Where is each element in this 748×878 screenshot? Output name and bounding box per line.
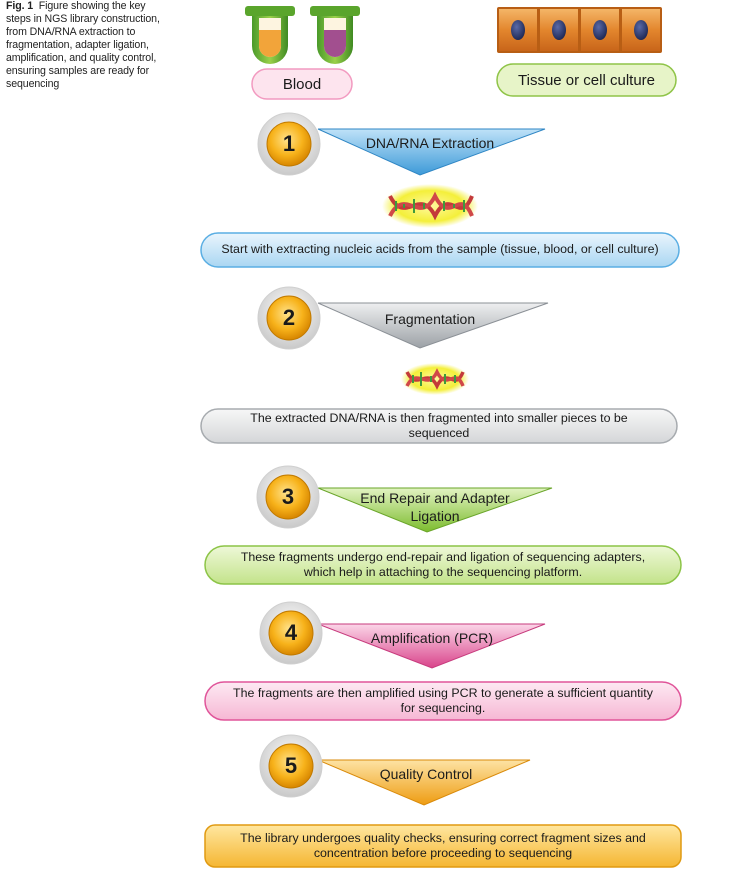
step2-description: The extracted DNA/RNA is then fragmented…	[201, 409, 677, 443]
step4-number: 4	[284, 620, 298, 645]
step1-badge	[266, 121, 312, 167]
step1-title: DNA/RNA Extraction	[365, 135, 495, 151]
dna-helix-small-icon	[401, 363, 469, 395]
step5-badge	[268, 743, 314, 789]
step1-triangle	[317, 128, 546, 176]
tissue-cells-icon	[497, 7, 662, 53]
step2-triangle	[317, 302, 549, 349]
step2-description-text: The extracted DNA/RNA is then fragmented…	[250, 410, 628, 441]
step3-description: These fragments undergo end-repair and l…	[205, 546, 681, 584]
step4-badge	[268, 610, 314, 656]
figure-label: Fig. 1	[6, 0, 34, 12]
step4-pill	[204, 681, 682, 721]
blood-pill	[251, 68, 353, 100]
step3-description-text: These fragments undergo end-repair and l…	[240, 549, 646, 580]
step3-badge	[265, 474, 311, 520]
step4-description: The fragments are then amplified using P…	[205, 682, 681, 720]
step2-number: 2	[282, 305, 296, 330]
step5-triangle	[317, 759, 531, 806]
step3-triangle	[317, 487, 553, 533]
dna-helix-large-icon	[382, 184, 478, 228]
step5-number: 5	[284, 753, 298, 778]
step5-description-text: The library undergoes quality checks, en…	[240, 830, 646, 861]
step5-title: Quality Control	[379, 766, 473, 782]
blood-tube-purple-icon	[310, 6, 360, 64]
tissue-pill	[496, 63, 677, 97]
step5-description: The library undergoes quality checks, en…	[205, 825, 681, 867]
step2-title: Fragmentation	[384, 311, 476, 327]
tissue-label: Tissue or cell culture	[518, 71, 655, 89]
step2-pill	[200, 408, 678, 444]
step4-title: Amplification (PCR)	[370, 630, 494, 646]
figure-caption: Fig. 1 Figure showing the key steps in N…	[6, 0, 166, 91]
step1-number: 1	[282, 131, 296, 156]
step3-number: 3	[281, 484, 295, 509]
step4-description-text: The fragments are then amplified using P…	[233, 685, 653, 716]
step4-triangle	[317, 623, 546, 669]
step3-pill	[204, 545, 682, 585]
step1-description-text: Start with extracting nucleic acids from…	[221, 242, 659, 257]
figure-caption-text: Figure showing the key steps in NGS libr…	[6, 0, 160, 90]
blood-label: Blood	[282, 75, 322, 93]
step5-pill	[204, 824, 682, 868]
step2-badge	[266, 295, 312, 341]
step3-title: End Repair and Adapter Ligation	[360, 490, 510, 524]
step1-pill	[200, 232, 680, 268]
step1-description: Start with extracting nucleic acids from…	[201, 233, 679, 267]
blood-tube-orange-icon	[245, 6, 295, 64]
